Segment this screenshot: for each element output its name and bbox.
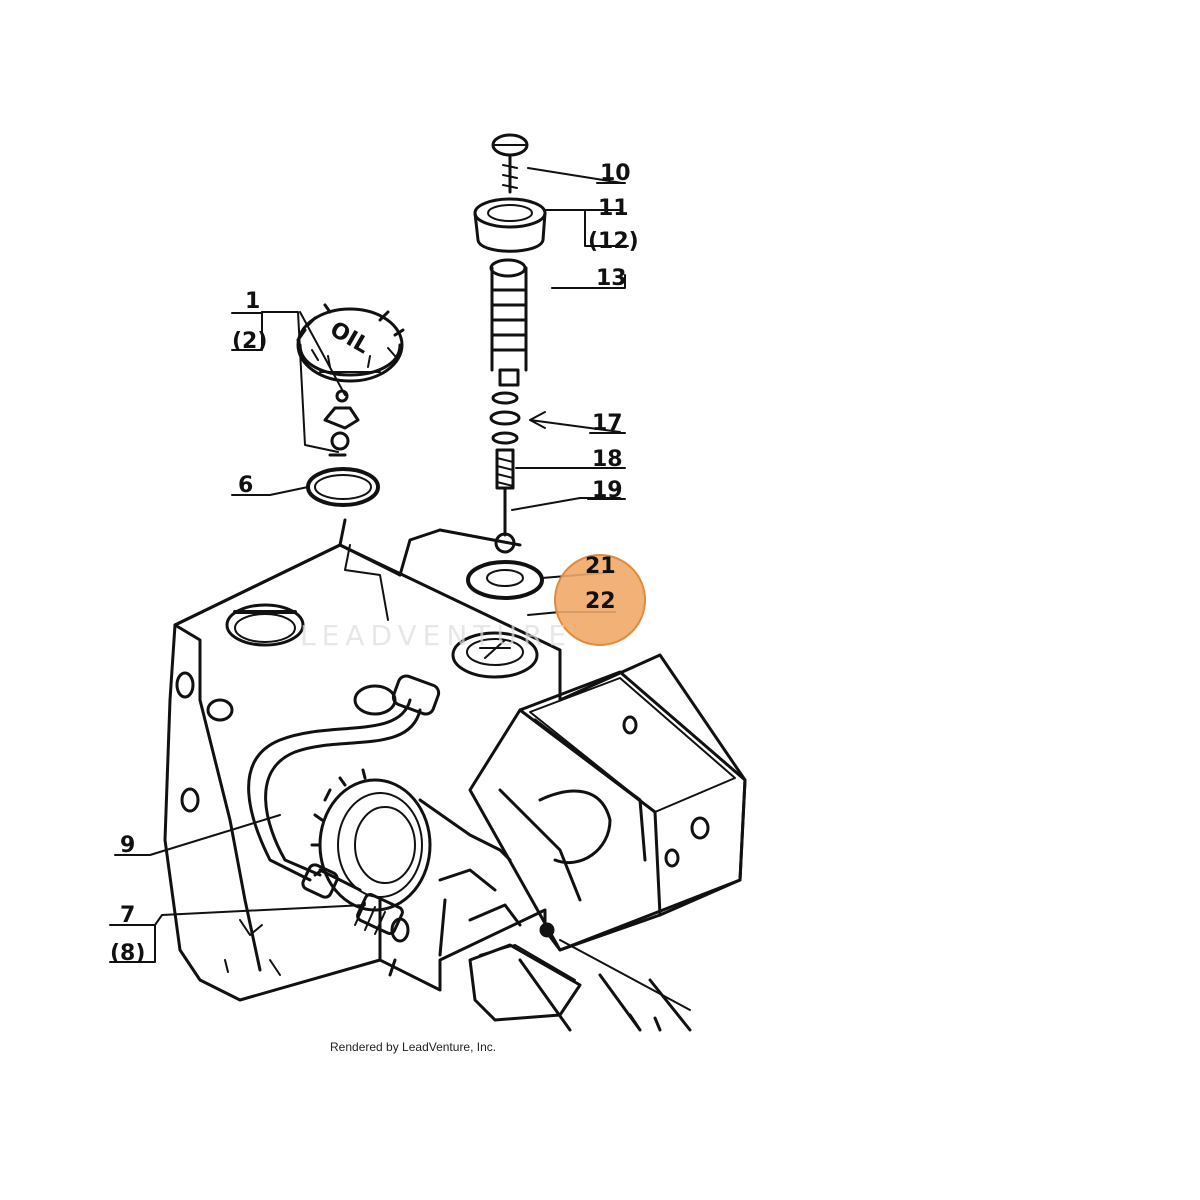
oil-cap-fastener (323, 389, 360, 457)
callout-1[interactable]: 1 (245, 289, 260, 314)
callout-7[interactable]: 7 (120, 903, 135, 928)
callout-18[interactable]: 18 (592, 447, 623, 472)
bearing-cover (310, 768, 522, 957)
shift-box (468, 670, 747, 952)
callout-21[interactable]: 21 (585, 554, 616, 579)
valve-stack (466, 133, 547, 600)
leader-lines (109, 167, 629, 963)
housing (163, 518, 747, 1002)
callout-11[interactable]: 11 (598, 196, 629, 221)
callout-13[interactable]: 13 (596, 266, 627, 291)
lower-plate (388, 939, 692, 1032)
o-ring (306, 467, 380, 507)
callout-17[interactable]: 17 (592, 411, 623, 436)
callout-22[interactable]: 22 (585, 589, 616, 614)
watermark: LEADVENTURE (300, 619, 572, 652)
callout-19[interactable]: 19 (592, 478, 623, 503)
oil-tube (247, 674, 441, 899)
oil-cap (296, 303, 405, 383)
highlight-marker[interactable] (554, 554, 646, 646)
callout-9[interactable]: 9 (120, 833, 135, 858)
callout-8[interactable]: (8) (110, 941, 145, 966)
oil-cap-text: OIL (326, 317, 374, 359)
callout-6[interactable]: 6 (238, 473, 253, 498)
callout-2[interactable]: (2) (232, 329, 267, 354)
footer-credit: Rendered by LeadVenture, Inc. (330, 1040, 497, 1054)
callout-12[interactable]: (12) (588, 229, 639, 254)
callout-10[interactable]: 10 (600, 161, 631, 186)
